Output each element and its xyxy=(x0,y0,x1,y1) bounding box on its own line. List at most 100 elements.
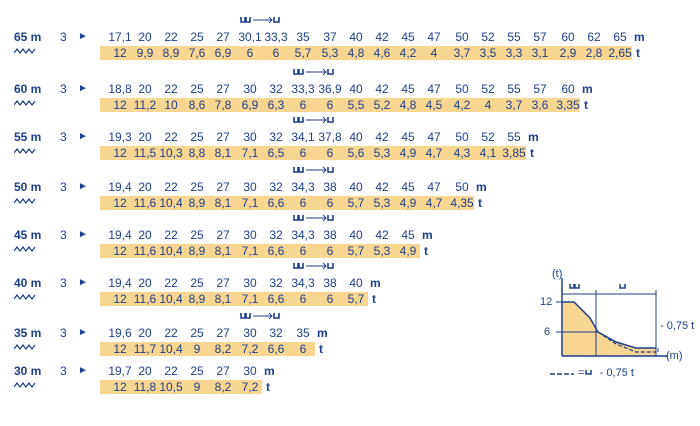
jib-length: 40 m xyxy=(14,276,42,290)
hook-change-icon xyxy=(240,16,280,24)
load-value: 4,5 xyxy=(425,98,443,112)
load-value: 7,1 xyxy=(241,244,259,258)
jib-length: 55 m xyxy=(14,130,42,144)
load-value: 2,8 xyxy=(585,46,603,60)
load-unit: t xyxy=(319,342,323,356)
load-value: 7,1 xyxy=(241,292,259,306)
radius-value: 40 xyxy=(349,130,363,144)
load-value: 11,7 xyxy=(133,342,157,356)
min-radius-label: 3 xyxy=(60,364,67,378)
load-value: 7,6 xyxy=(188,46,206,60)
minus-label: - 0,75 t xyxy=(660,320,695,332)
radius-value: 52 xyxy=(481,30,495,44)
load-value: 6 xyxy=(326,244,334,258)
load-value: 7,1 xyxy=(241,146,259,160)
radius-value: 40 xyxy=(349,30,363,44)
load-value: 12 xyxy=(113,292,127,306)
legend-hook-icon xyxy=(585,370,592,375)
radius-value: 25 xyxy=(190,180,204,194)
load-band xyxy=(100,244,420,258)
min-radius-label: 3 xyxy=(60,276,67,290)
hook-double-icon xyxy=(569,284,580,289)
radius-value: 57 xyxy=(533,82,547,96)
load-value: 5,3 xyxy=(321,46,339,60)
load-value: 10 xyxy=(164,98,178,112)
hook-change-icon xyxy=(293,214,334,222)
radius-value: 36,9 xyxy=(318,82,342,96)
load-value: 8,9 xyxy=(188,196,206,210)
y-label-12: 12 xyxy=(540,296,553,308)
radius-value: 22 xyxy=(164,364,178,378)
load-value: 4,2 xyxy=(399,46,417,60)
load-value: 6 xyxy=(246,46,254,60)
load-curve-diagram: (t) 12 6 - 0,75 t (m) = - 0,75 t xyxy=(540,268,700,388)
load-value: 6,5 xyxy=(267,146,285,160)
load-value: 2,65 xyxy=(608,46,632,60)
load-unit: t xyxy=(478,196,482,210)
min-radius-label: 3 xyxy=(60,180,67,194)
load-value: 6 xyxy=(299,98,307,112)
jib-icon xyxy=(14,382,36,388)
radius-value: 42 xyxy=(375,130,389,144)
jib-icon xyxy=(14,344,36,350)
radius-value: 52 xyxy=(481,82,495,96)
radius-value: 30 xyxy=(243,364,257,378)
radius-value: 19,4 xyxy=(108,180,132,194)
load-value: 4,7 xyxy=(425,146,443,160)
load-value: 6 xyxy=(272,46,280,60)
radius-value: 47 xyxy=(427,30,441,44)
radius-value: 25 xyxy=(190,130,204,144)
load-unit: t xyxy=(424,244,428,258)
load-unit: t xyxy=(530,146,534,160)
load-value: 6,6 xyxy=(267,292,285,306)
radius-unit: m xyxy=(528,130,539,144)
load-value: 4,6 xyxy=(373,46,391,60)
load-value: 10,4 xyxy=(159,244,183,258)
load-value: 11,8 xyxy=(133,380,157,394)
radius-value: 30 xyxy=(243,180,257,194)
radius-value: 30,1 xyxy=(238,30,262,44)
load-value: 4,2 xyxy=(453,98,471,112)
radius-value: 19,7 xyxy=(108,364,132,378)
radius-value: 25 xyxy=(190,276,204,290)
radius-value: 20 xyxy=(138,276,152,290)
radius-value: 19,6 xyxy=(108,326,132,340)
radius-value: 45 xyxy=(401,82,415,96)
load-value: 6 xyxy=(326,196,334,210)
load-value: 8,1 xyxy=(214,146,232,160)
load-value: 4,9 xyxy=(399,196,417,210)
load-value: 3,7 xyxy=(453,46,471,60)
radius-value: 25 xyxy=(190,228,204,242)
radius-value: 22 xyxy=(164,326,178,340)
load-fill-upper xyxy=(562,302,598,332)
jib-length: 45 m xyxy=(14,228,42,242)
radius-value: 30 xyxy=(243,276,257,290)
load-value: 4,7 xyxy=(425,196,443,210)
load-value: 12 xyxy=(113,46,127,60)
load-value: 7,2 xyxy=(241,342,259,356)
jib-icon xyxy=(14,198,36,204)
radius-value: 35 xyxy=(296,30,310,44)
load-value: 4,9 xyxy=(399,244,417,258)
load-value: 10,4 xyxy=(159,342,183,356)
legend-label: = - 0,75 t xyxy=(578,367,634,379)
radius-value: 20 xyxy=(138,30,152,44)
radius-value: 37,8 xyxy=(318,130,342,144)
radius-value: 22 xyxy=(164,228,178,242)
load-value: 6 xyxy=(326,98,334,112)
load-value: 4,8 xyxy=(399,98,417,112)
radius-value: 52 xyxy=(481,130,495,144)
load-value: 4 xyxy=(430,46,438,60)
min-radius-label: 3 xyxy=(60,130,67,144)
load-value: 6 xyxy=(299,342,307,356)
load-value: 5,6 xyxy=(347,146,365,160)
radius-value: 38 xyxy=(323,276,337,290)
load-value: 11,6 xyxy=(133,244,157,258)
radius-value: 32 xyxy=(269,180,283,194)
jib-length: 60 m xyxy=(14,82,42,96)
radius-value: 22 xyxy=(164,276,178,290)
